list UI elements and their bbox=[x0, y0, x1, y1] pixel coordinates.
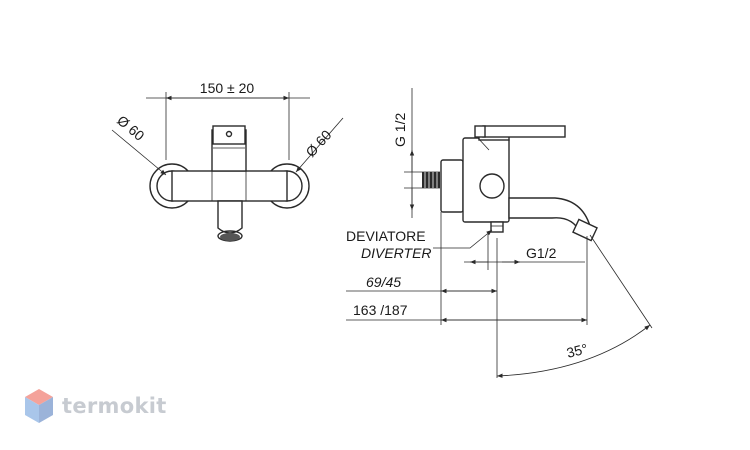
dim-angle: 35° bbox=[565, 340, 589, 361]
leader-diverter bbox=[433, 229, 493, 249]
front-view: 150 ± 20 Ø 60 Ø 60 bbox=[111, 80, 344, 242]
side-connector bbox=[479, 173, 505, 199]
spout-outlet bbox=[572, 218, 598, 242]
termokit-logo-icon bbox=[25, 389, 53, 423]
threaded-inlet bbox=[422, 172, 440, 188]
leader-diameter-right bbox=[295, 117, 344, 173]
spout-front bbox=[217, 200, 243, 234]
angle-leg bbox=[589, 234, 653, 329]
angle-arc bbox=[496, 324, 651, 378]
dim-thread-inlet: G 1/2 bbox=[392, 113, 408, 147]
dim-thread-outlet: G1/2 bbox=[526, 245, 557, 261]
watermark: termokit bbox=[24, 388, 167, 424]
aerator-mesh-icon bbox=[220, 233, 240, 241]
label-diverter: DIVERTER bbox=[361, 245, 432, 261]
side-view: G 1/2 DEVIATORE DIVERTER bbox=[346, 88, 653, 378]
label-deviator: DEVIATORE bbox=[346, 228, 426, 244]
lever-cap bbox=[212, 125, 246, 145]
wall-rosette bbox=[440, 159, 464, 213]
dim-diameter-right: Ø 60 bbox=[302, 127, 334, 160]
dim-length-total: 163 /187 bbox=[353, 302, 408, 318]
diverter-knob bbox=[490, 221, 504, 233]
watermark-text: termokit bbox=[62, 394, 167, 418]
dim-center-distance: 150 ± 20 bbox=[200, 80, 255, 96]
dim-length-short: 69/45 bbox=[366, 274, 401, 290]
lever-handle bbox=[482, 125, 566, 138]
lever-pin-icon bbox=[225, 130, 233, 138]
leader-diameter-left bbox=[111, 129, 167, 176]
dim-diameter-left: Ø 60 bbox=[114, 112, 148, 144]
mixer-body bbox=[171, 170, 288, 202]
